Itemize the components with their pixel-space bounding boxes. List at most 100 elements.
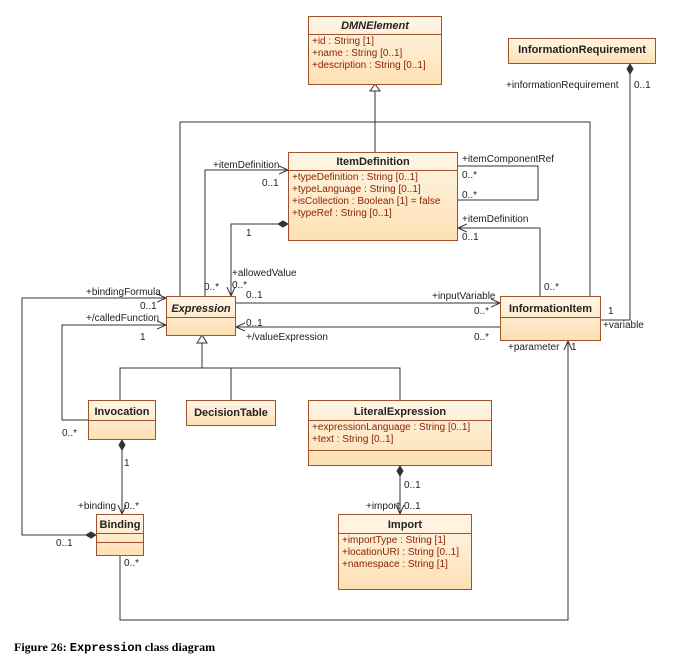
- attribute-type: : String [0..1]: [399, 547, 460, 558]
- item-definition-role-right: +itemDefinition: [462, 214, 529, 225]
- attribute-list: +typeDefinition : String [0..1] +typeLan…: [289, 171, 457, 221]
- gen-children-bus: [119, 367, 401, 400]
- attribute-list: +importType : String [1] +locationURI : …: [339, 534, 471, 572]
- class-literal-expression: LiteralExpression +expressionLanguage : …: [308, 400, 492, 466]
- expr-itemdef-mult: 0..*: [204, 282, 220, 293]
- attribute-name: +expressionLanguage: [312, 422, 411, 433]
- input-variable-mult-left: 0..1: [246, 290, 263, 301]
- attribute-type: : String [1]: [325, 36, 374, 47]
- information-requirement-role: +informationRequirement: [506, 80, 619, 91]
- class-information-item: InformationItem: [500, 296, 601, 341]
- called-function-role: +/calledFunction: [86, 313, 160, 324]
- class-dmnelement: DMNElement +id : String [1] +name : Stri…: [308, 16, 442, 85]
- class-name: DMNElement: [309, 17, 441, 35]
- value-expression-mult-left: 0..1: [246, 318, 263, 329]
- variable-one: 1: [608, 306, 614, 317]
- class-name: ItemDefinition: [289, 153, 457, 171]
- class-decision-table: DecisionTable: [186, 400, 276, 426]
- class-name: DecisionTable: [194, 407, 268, 419]
- attribute-row: +id : String [1]: [312, 36, 438, 48]
- item-definition-mult-left: 0..1: [262, 178, 279, 189]
- attribute-row: +locationURI : String [0..1]: [342, 547, 468, 559]
- called-function-one: 1: [140, 332, 146, 343]
- attribute-name: +name: [312, 48, 343, 59]
- compartment-divider: [97, 542, 143, 543]
- class-expression: Expression: [166, 296, 236, 336]
- item-component-mult-a: 0..*: [462, 170, 478, 181]
- attribute-type: : String [0..1]: [410, 422, 471, 433]
- attribute-row: +typeLanguage : String [0..1]: [292, 184, 454, 196]
- item-definition-role-left: +itemDefinition: [213, 160, 280, 171]
- class-information-requirement: InformationRequirement: [508, 38, 656, 64]
- attribute-name: +description: [312, 60, 367, 71]
- figure-caption: Figure 26: Expression class diagram: [14, 640, 215, 655]
- attribute-row: +description : String [0..1]: [312, 60, 438, 72]
- caption-code: Expression: [69, 641, 142, 655]
- attribute-row: +text : String [0..1]: [312, 434, 488, 446]
- attribute-name: +isCollection: [292, 196, 349, 207]
- attribute-type: : String [0..1]: [361, 184, 421, 195]
- class-itemdefinition: ItemDefinition +typeDefinition : String …: [288, 152, 458, 241]
- attribute-type: : Boolean [1] = false: [348, 196, 441, 207]
- binding-left-mult: 0..1: [56, 538, 73, 549]
- assoc-expr-itemdef: [204, 170, 288, 296]
- attribute-row: +name : String [0..1]: [312, 48, 438, 60]
- gen-expr-info-bus: [179, 121, 591, 296]
- attribute-list: +expressionLanguage : String [0..1] +tex…: [309, 421, 491, 447]
- class-name: InformationRequirement: [518, 44, 646, 56]
- class-import: Import +importType : String [1] +locatio…: [338, 514, 472, 590]
- assoc-item-component-ref: [458, 166, 539, 201]
- input-variable-role: +inputVariable: [432, 291, 496, 302]
- parameter-one: 1: [571, 342, 577, 353]
- assoc-info-itemdef: [458, 228, 541, 296]
- information-requirement-mult: 0..1: [634, 80, 651, 91]
- input-variable-mult-right: 0..*: [474, 306, 490, 317]
- assoc-allowed-value: [231, 224, 288, 296]
- item-definition-mult-right: 0..1: [462, 232, 479, 243]
- attribute-type: : String [0..1]: [358, 172, 418, 183]
- assoc-binding-formula: [21, 298, 166, 535]
- attribute-name: +typeRef: [292, 208, 333, 219]
- gen-triangle-dmnelement: [369, 83, 381, 92]
- caption-prefix: Figure 26:: [14, 640, 70, 654]
- caption-suffix: class diagram: [141, 640, 216, 654]
- attribute-row: +typeRef : String [0..1]: [292, 208, 454, 220]
- parameter-role: +parameter: [508, 342, 560, 353]
- attribute-name: +locationURI: [342, 547, 400, 558]
- item-component-ref-role: +itemComponentRef: [462, 154, 554, 165]
- attribute-row: +expressionLanguage : String [0..1]: [312, 422, 488, 434]
- class-binding: Binding: [96, 514, 144, 556]
- class-name: Import: [339, 515, 471, 534]
- gen-triangle-expression: [196, 334, 208, 344]
- invocation-mult-left: 0..*: [62, 428, 78, 439]
- class-name: Binding: [97, 515, 143, 534]
- allowed-value-one: 1: [246, 228, 252, 239]
- value-expression-role: +/valueExpression: [246, 332, 328, 343]
- attribute-type: : String [0..1]: [332, 208, 392, 219]
- assoc-info-requirement: [601, 63, 634, 321]
- allowed-value-role: +allowedValue: [232, 268, 297, 279]
- attribute-type: : String [0..1]: [333, 434, 394, 445]
- binding-role: +binding: [78, 501, 117, 512]
- attribute-row: +typeDefinition : String [0..1]: [292, 172, 454, 184]
- class-invocation: Invocation: [88, 400, 156, 440]
- import-role: +import: [366, 501, 400, 512]
- attribute-row: +importType : String [1]: [342, 535, 468, 547]
- binding-formula-mult: 0..1: [140, 301, 157, 312]
- attribute-type: : String [0..1]: [366, 60, 426, 71]
- attribute-type: : String [1]: [397, 535, 446, 546]
- attribute-name: +id: [312, 36, 326, 47]
- attribute-name: +typeLanguage: [292, 184, 362, 195]
- attribute-type: : String [1]: [399, 559, 448, 570]
- class-name: InformationItem: [501, 297, 600, 318]
- class-name: Invocation: [89, 401, 155, 421]
- attribute-type: : String [0..1]: [342, 48, 403, 59]
- class-name: LiteralExpression: [309, 401, 491, 421]
- import-mult: 0..1: [404, 501, 421, 512]
- item-component-mult-b: 0..*: [462, 190, 478, 201]
- import-mult-top: 0..1: [404, 480, 421, 491]
- attribute-row: +isCollection : Boolean [1] = false: [292, 196, 454, 208]
- info-item-mult-top: 0..*: [544, 282, 560, 293]
- compartment-divider: [309, 450, 491, 451]
